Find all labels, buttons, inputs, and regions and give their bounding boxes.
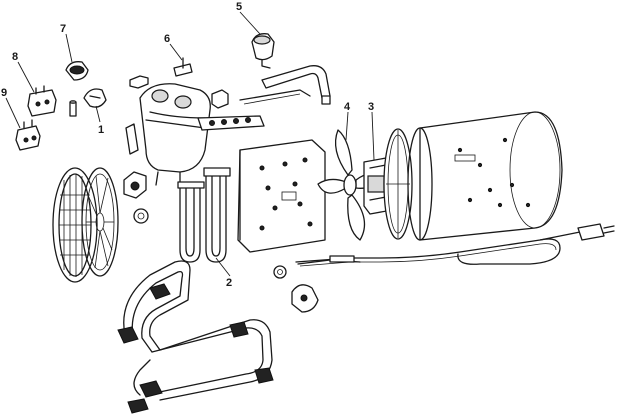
terminal-block-9 [15, 119, 41, 151]
wire-grille-guard [81, 167, 119, 277]
nut-center [273, 265, 287, 279]
stand-frame [123, 260, 273, 401]
callout-7: 7 [60, 23, 66, 35]
front-grille [383, 128, 413, 240]
callout-5: 5 [236, 1, 242, 13]
switch-knob-1 [83, 88, 107, 108]
stand-foot-caps [117, 283, 274, 414]
motor-mount-hub [291, 284, 319, 313]
clip-6 [173, 57, 193, 77]
callout-2: 2 [226, 277, 232, 289]
callout-1: 1 [98, 124, 104, 136]
heating-elements [177, 167, 231, 263]
connector-rail [197, 115, 265, 131]
thermostat-knob-5 [251, 33, 275, 69]
thermostat-probe [297, 255, 361, 265]
power-cord [295, 231, 581, 267]
callout-9: 9 [1, 87, 7, 99]
callout-6: 6 [164, 33, 170, 45]
tube-wiring-harness [239, 65, 331, 105]
callout-4: 4 [344, 101, 351, 113]
cable-clamp [129, 75, 149, 89]
small-pin [69, 100, 77, 117]
plug [577, 223, 615, 241]
fan-blade [317, 129, 381, 241]
callout-8: 8 [12, 51, 18, 63]
element-mounting-plate [237, 139, 326, 253]
washer-small [133, 208, 149, 224]
callout-3: 3 [368, 101, 374, 113]
bushing-flange [123, 171, 147, 199]
switch-7 [65, 61, 89, 81]
leader-lines [5, 11, 375, 277]
terminal-block-8 [27, 85, 57, 117]
bracket-clip [125, 123, 139, 155]
rear-grille-frame [52, 167, 98, 283]
grommet [211, 89, 229, 109]
cylinder-body [407, 111, 563, 241]
control-box-housing [139, 83, 211, 186]
callout-labels: 5 6 7 8 9 1 2 4 3 [1, 1, 374, 289]
